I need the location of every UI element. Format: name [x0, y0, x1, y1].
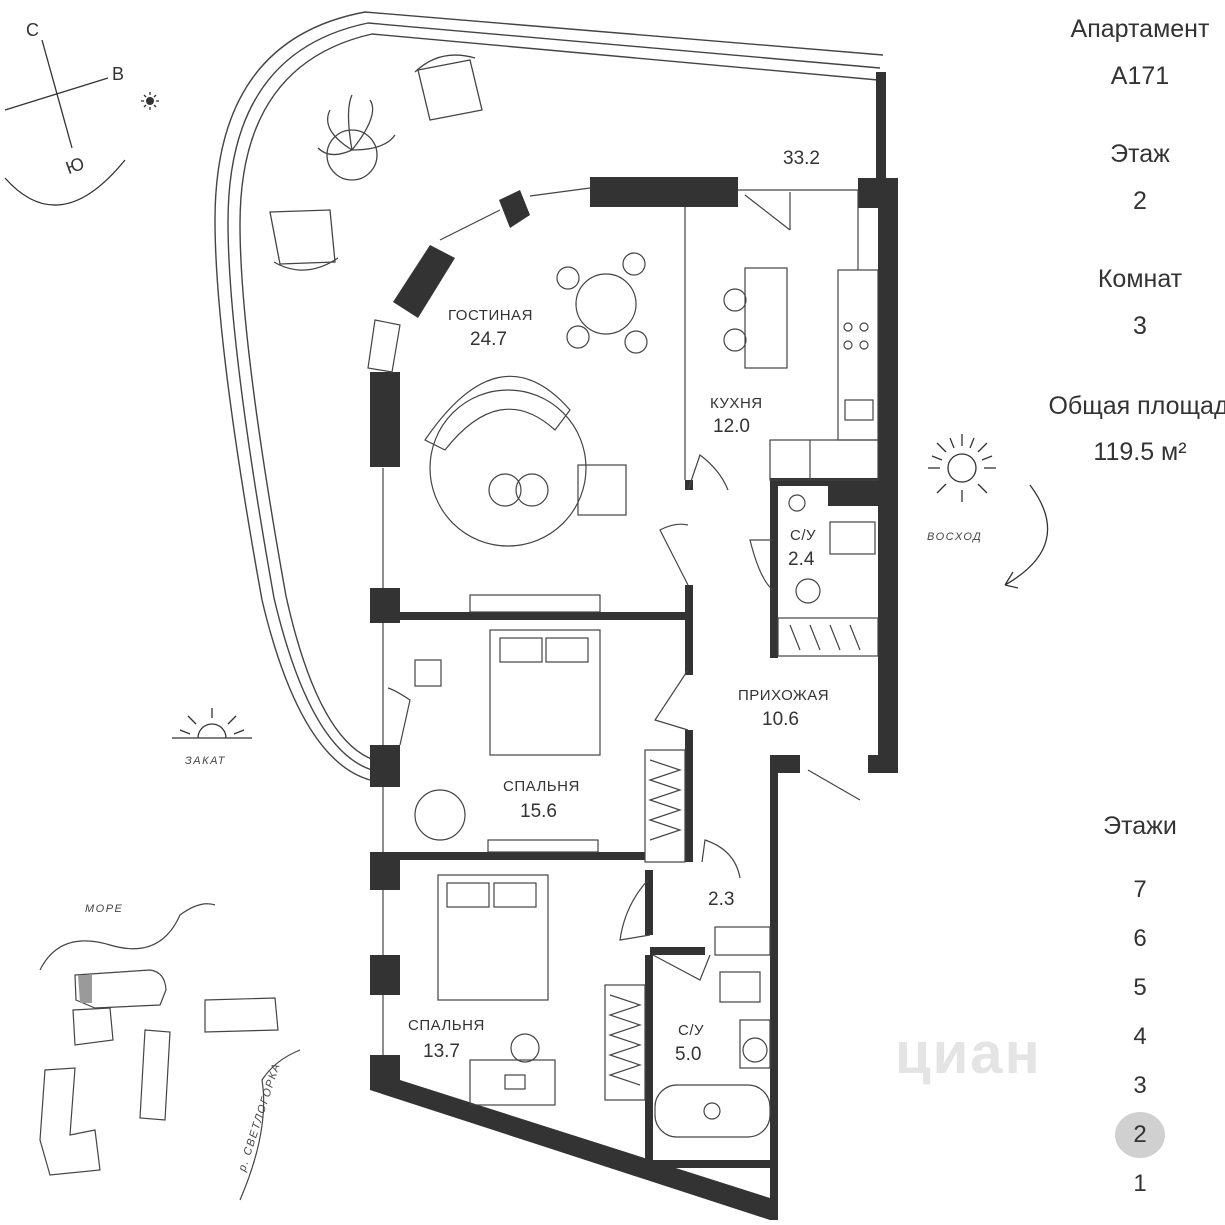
compass-south: Ю — [63, 153, 87, 178]
living-furniture — [424, 252, 648, 613]
sunrise-sun-icon — [928, 434, 996, 502]
river-label: р. СВЕТЛОГОРКА — [236, 1061, 283, 1174]
doors — [387, 192, 861, 981]
room-area-storage: 2.3 — [708, 889, 734, 910]
watermark: циан — [895, 1021, 1042, 1086]
walls — [370, 177, 898, 1220]
sunrise-arrow-icon — [1004, 484, 1049, 589]
floors-label: Этажи — [1103, 812, 1177, 840]
compass: С В Ю — [4, 20, 159, 206]
room-area-bath2: 5.0 — [675, 1044, 701, 1065]
rooms-label: Комнат — [1097, 265, 1183, 293]
apartment-marker — [78, 975, 92, 1003]
apartment-number: А171 — [1110, 62, 1170, 90]
compass-north: С — [26, 20, 39, 40]
floor-item-1[interactable]: 1 — [1133, 1170, 1147, 1197]
terrace-railing — [214, 11, 884, 781]
floor-item-6[interactable]: 6 — [1133, 925, 1147, 952]
sunrise-label: ВОСХОД — [927, 531, 982, 543]
bedroom1-furniture — [414, 629, 686, 863]
floor-item-2[interactable]: 2 — [1115, 1112, 1165, 1158]
info-panel: Апартамент А171 Этаж 2 Комнат 3 Общая пл… — [1040, 0, 1225, 520]
room-area-kitchen: 12.0 — [713, 416, 750, 437]
room-name-kitchen: КУХНЯ — [710, 395, 763, 412]
floor-item-3[interactable]: 3 — [1133, 1072, 1147, 1099]
floor-item-4[interactable]: 4 — [1133, 1023, 1147, 1050]
floor-item-7[interactable]: 7 — [1133, 876, 1147, 903]
sunset-sun-icon — [172, 708, 252, 739]
floor-item-5[interactable]: 5 — [1133, 974, 1147, 1001]
rooms-value: 3 — [1133, 312, 1147, 340]
bedroom2-furniture — [437, 874, 646, 1106]
small-sun-icon — [141, 92, 159, 110]
room-area-bath1: 2.4 — [788, 549, 815, 570]
room-name-hall: ПРИХОЖАЯ — [738, 687, 829, 704]
room-name-bedroom2: СПАЛЬНЯ — [408, 1017, 485, 1034]
apartment-label: Апартамент — [1070, 15, 1210, 43]
room-name-bath1: С/У — [790, 527, 816, 544]
terrace-wall — [876, 72, 886, 182]
floor-value: 2 — [1133, 187, 1147, 215]
floor-label: Этаж — [1110, 140, 1170, 168]
sunset-label: ЗАКАТ — [185, 755, 226, 767]
room-area-bedroom1: 15.6 — [520, 801, 557, 822]
site-map — [39, 903, 301, 1201]
compass-east: В — [112, 64, 124, 84]
room-area-living: 24.7 — [470, 329, 507, 350]
area-value: 119.5 м² — [1093, 438, 1187, 466]
bathroom2-fixtures — [654, 926, 771, 1138]
plant-icon — [317, 94, 396, 181]
room-name-bedroom1: СПАЛЬНЯ — [503, 778, 580, 795]
terrace-chair-icon — [414, 54, 483, 121]
room-area-bedroom2: 13.7 — [423, 1041, 460, 1062]
kitchen-fixtures — [684, 207, 879, 481]
windows — [367, 187, 859, 1055]
room-name-living: ГОСТИНАЯ — [448, 307, 533, 324]
sea-label: МОРЕ — [85, 903, 123, 915]
terrace-area: 33.2 — [783, 148, 820, 169]
room-area-hall: 10.6 — [762, 709, 799, 730]
bathroom1-fixtures — [777, 494, 879, 657]
terrace-chair-icon — [269, 209, 339, 271]
room-name-bath2: С/У — [678, 1022, 704, 1039]
area-label: Общая площадь — [1048, 392, 1225, 420]
